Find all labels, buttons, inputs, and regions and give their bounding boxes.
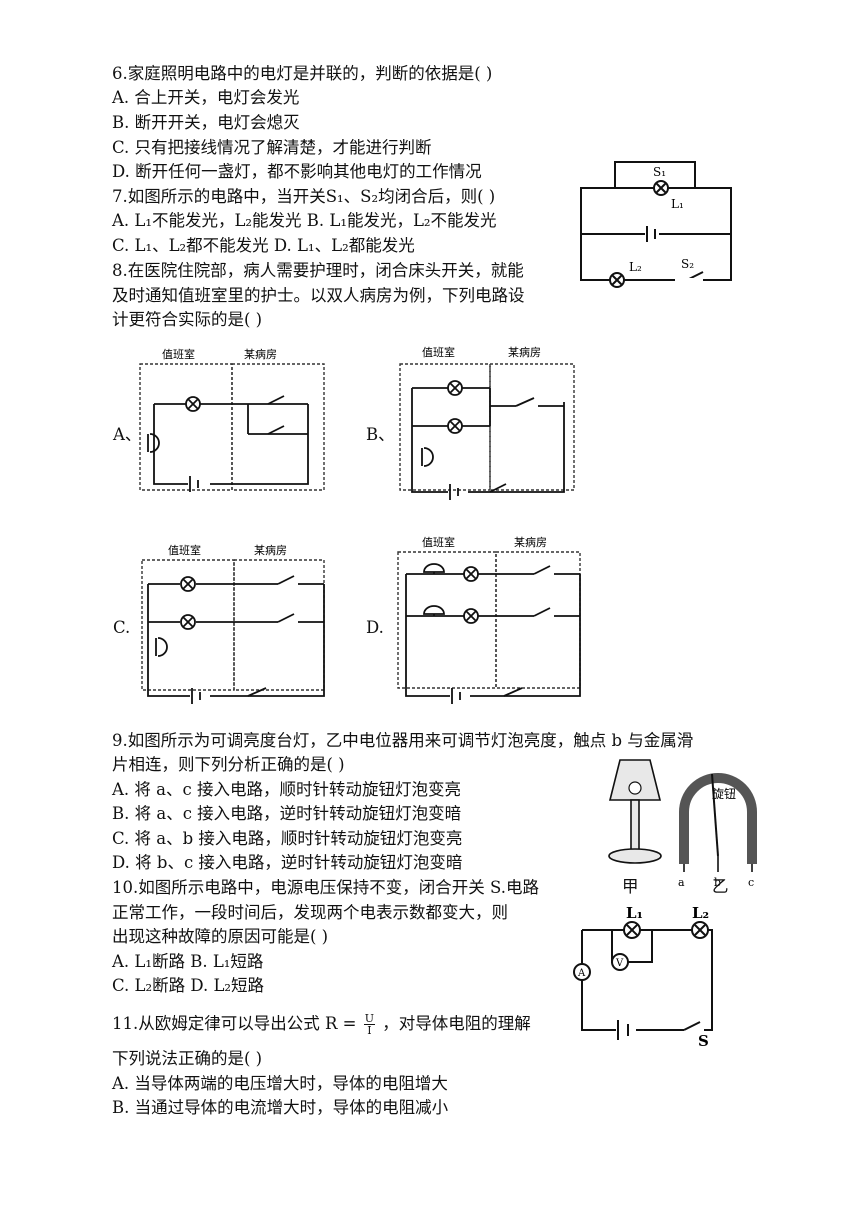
q11-stem-suffix: ，对导体电阻的理解 (382, 1014, 531, 1033)
q9-terminal-c: c (748, 876, 754, 889)
q8-choice-b-label: B、 (366, 425, 395, 444)
q11-frac-denominator: I (367, 1024, 372, 1037)
q6-option-a: A. 合上开关，电灯会发光 (112, 88, 300, 107)
q8-choice-d-label: D. (366, 618, 384, 637)
q8-stem-line2: 及时通知值班室里的护士。以双人病房为例，下列电路设 (112, 286, 525, 305)
q7-options-ab: A. L₁不能发光，L₂能发光 B. L₁能发光，L₂不能发光 (112, 211, 497, 230)
q6-option-d: D. 断开任何一盏灯，都不影响其他电灯的工作情况 (112, 162, 482, 181)
q8c-duty-room: 值班室 (168, 543, 201, 557)
q8d-ward-room: 某病房 (514, 535, 547, 549)
q6-option-b: B. 断开开关，电灯会熄灭 (112, 113, 300, 132)
q11-fraction: U I (363, 1012, 376, 1037)
q10-circuit-diagram: L₁ L₂ A V S (573, 904, 713, 1050)
q9-figure-jia-label: 甲 (622, 877, 639, 896)
q10-options-cd: C. L₂断路 D. L₂短路 (112, 976, 265, 995)
q6-stem: 6.家庭照明电路中的电灯是并联的，判断的依据是( ) (112, 64, 493, 83)
q10-l1-label: L₁ (626, 904, 643, 922)
q8c-ward-room: 某病房 (254, 543, 287, 557)
q9-option-d: D. 将 b、c 接入电路，逆时针转动旋钮灯泡变暗 (112, 853, 463, 872)
q7-options-cd: C. L₁、L₂都不能发光 D. L₁、L₂都能发光 (112, 236, 415, 255)
q8a-duty-room: 值班室 (162, 347, 195, 361)
q8-stem-line3: 计更符合实际的是( ) (112, 310, 263, 329)
q11-stem-line1: 11.从欧姆定律可以导出公式 R = U I ，对导体电阻的理解 (112, 1013, 531, 1036)
q7-s2-label: S₂ (681, 257, 694, 271)
q11-frac-numerator: U (363, 1012, 376, 1025)
q8-figure-c: 值班室 某病房 (141, 543, 325, 704)
q8b-ward-room: 某病房 (508, 345, 541, 359)
q11-option-a: A. 当导体两端的电压增大时，导体的电阻增大 (112, 1074, 448, 1093)
q9-stem-line1: 9.如图所示为可调亮度台灯，乙中电位器用来可调节灯泡亮度，触点 b 与金属滑 (112, 731, 694, 750)
q8-stem-line1: 8.在医院住院部，病人需要护理时，闭合床头开关，就能 (112, 261, 524, 280)
q9-stem-line2: 片相连，则下列分析正确的是( ) (112, 755, 345, 774)
q11-option-b: B. 当通过导体的电流增大时，导体的电阻减小 (112, 1098, 449, 1117)
q8d-duty-room: 值班室 (422, 535, 455, 549)
q10-voltmeter-label: V (615, 958, 624, 969)
q8-choice-a-label: A、 (113, 425, 142, 444)
q9-option-c: C. 将 a、b 接入电路，顺时针转动旋钮灯泡变亮 (112, 829, 463, 848)
q8-choice-c-label: C. (113, 618, 131, 637)
q10-stem-line1: 10.如图所示电路中，电源电压保持不变，闭合开关 S.电路 (112, 878, 539, 897)
q9-terminal-b: b (714, 876, 721, 889)
q7-circuit-diagram: S₁ L₁ L₂ S₂ (580, 161, 732, 288)
q9-terminal-a: a (678, 876, 685, 889)
q11-stem-prefix: 11.从欧姆定律可以导出公式 R = (112, 1014, 357, 1033)
q10-stem-line2: 正常工作，一段时间后，发现两个电表示数都变大，则 (112, 903, 508, 922)
q9-option-b: B. 将 a、c 接入电路，逆时针转动旋钮灯泡变暗 (112, 804, 462, 823)
q8-figure-b: 值班室 某病房 (399, 345, 575, 500)
q7-stem: 7.如图所示的电路中，当开关S₁、S₂均闭合后，则( ) (112, 187, 496, 206)
q8a-ward-room: 某病房 (244, 347, 277, 361)
q8b-duty-room: 值班室 (422, 345, 455, 359)
q7-l2-label: L₂ (629, 260, 642, 274)
q9-lamp-and-potentiometer: 旋钮 a b c (608, 759, 757, 889)
lamp-bulb-icon (628, 781, 642, 795)
q7-s1-label: S₁ (653, 165, 666, 179)
q10-l2-label: L₂ (692, 904, 709, 922)
q9-option-a: A. 将 a、c 接入电路，顺时针转动旋钮灯泡变亮 (112, 780, 461, 799)
q6-option-c: C. 只有把接线情况了解清楚，才能进行判断 (112, 138, 432, 157)
q9-knob-label: 旋钮 (712, 786, 736, 801)
q8-figure-d: 值班室 某病房 (397, 535, 581, 704)
q10-ammeter-label: A (577, 968, 586, 979)
q8-figure-a: 值班室 某病房 (139, 347, 325, 492)
q11-stem-line2: 下列说法正确的是( ) (112, 1049, 263, 1068)
q10-stem-line3: 出现这种故障的原因可能是( ) (112, 927, 329, 946)
q7-l1-label: L₁ (671, 197, 684, 211)
q10-options-ab: A. L₁断路 B. L₁短路 (112, 952, 264, 971)
q10-switch-label: S (698, 1032, 709, 1050)
q9-figure-yi-label: 乙 (712, 877, 729, 896)
